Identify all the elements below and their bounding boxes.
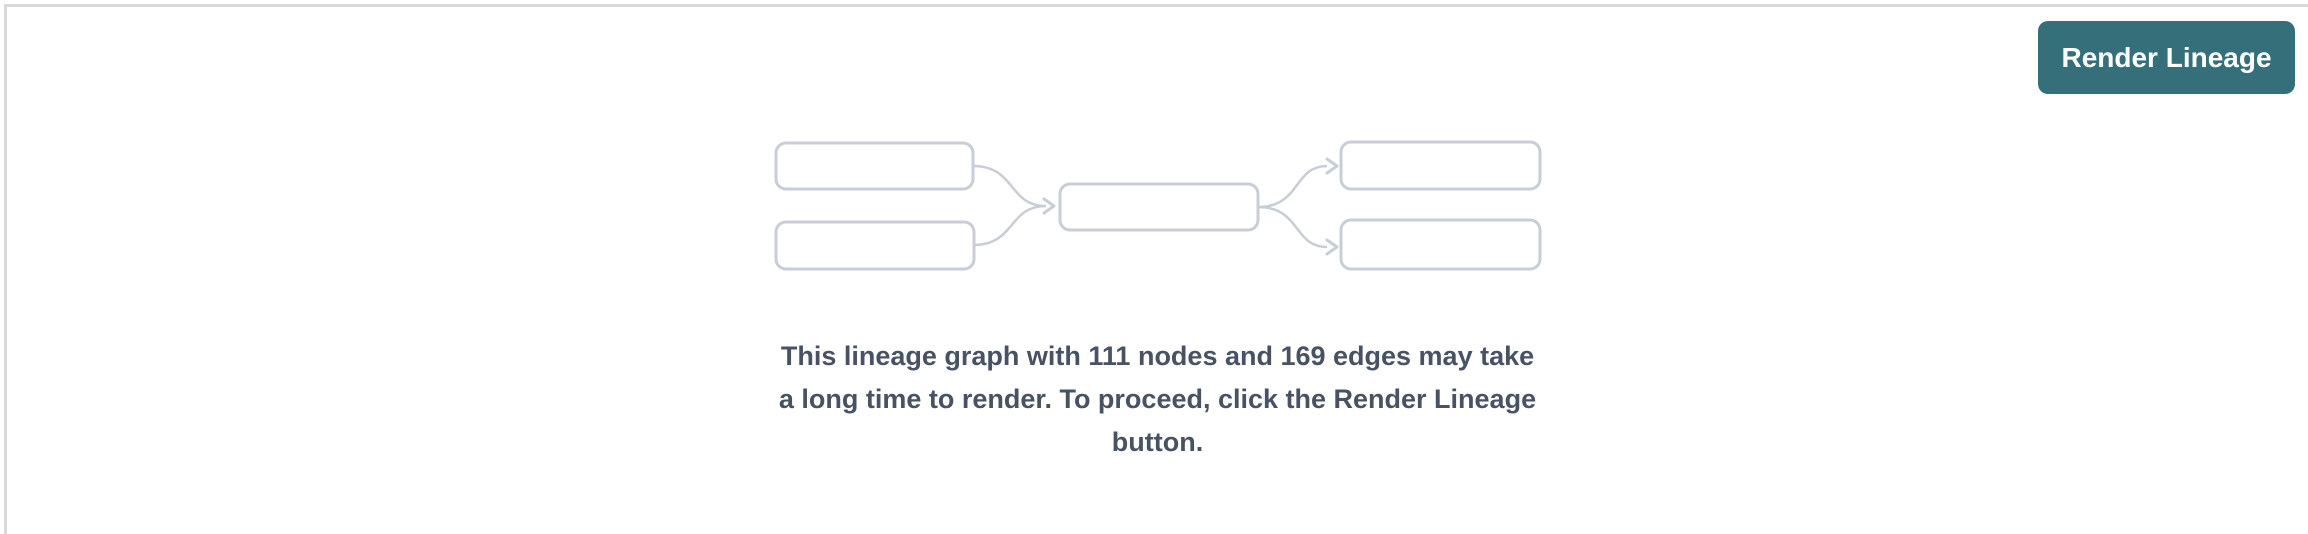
render-warning-line: a long time to render. To proceed, click… xyxy=(778,384,1537,414)
placeholder-nodes xyxy=(774,140,1541,271)
render-warning-message: This lineage graph with 111 nodes and 16… xyxy=(779,335,1536,464)
placeholder-node xyxy=(1339,218,1541,271)
render-warning-line: This lineage graph with 111 nodes and 16… xyxy=(780,341,1535,371)
lineage-panel: Render Lineage This lineage graph wit xyxy=(4,4,2308,534)
lineage-graph-placeholder-icon xyxy=(774,140,1541,271)
placeholder-node xyxy=(1339,140,1541,191)
placeholder-edge xyxy=(972,164,1046,208)
placeholder-node xyxy=(774,141,974,191)
placeholder-edge xyxy=(1257,164,1327,209)
placeholder-edge xyxy=(972,204,1046,247)
render-warning-line: button. xyxy=(1111,427,1204,457)
arrowhead-icon xyxy=(1042,197,1055,215)
placeholder-edges xyxy=(972,157,1338,256)
render-lineage-button[interactable]: Render Lineage xyxy=(2038,21,2295,94)
arrowhead-icon xyxy=(1325,238,1338,256)
lineage-placeholder-content: This lineage graph with 111 nodes and 16… xyxy=(773,139,1543,464)
arrowhead-icon xyxy=(1325,157,1338,175)
placeholder-edge xyxy=(1257,205,1327,249)
placeholder-node xyxy=(774,220,975,271)
placeholder-node xyxy=(1058,182,1259,232)
